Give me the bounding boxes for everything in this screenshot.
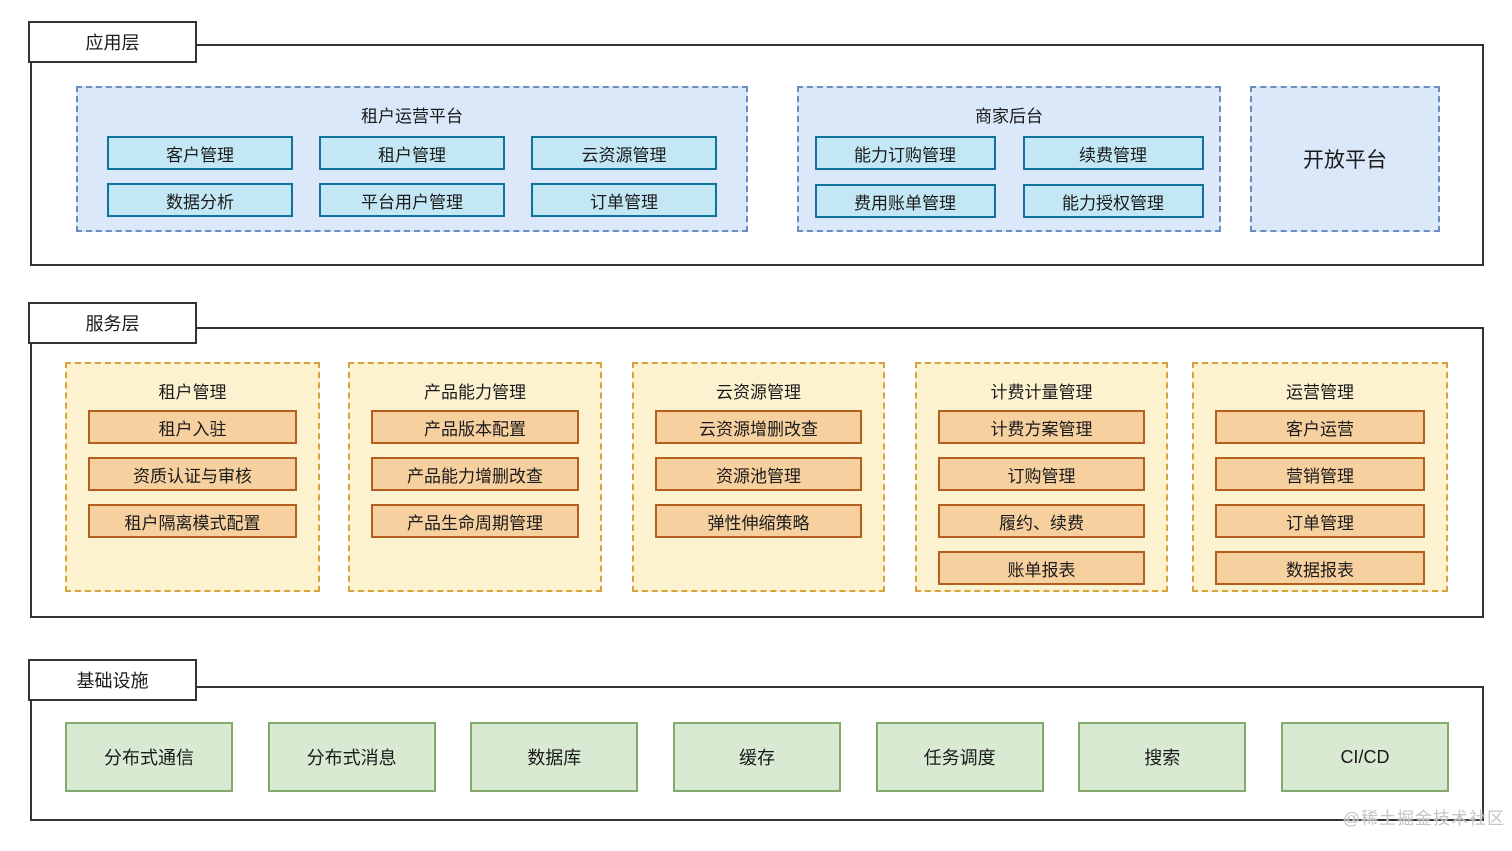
svc-node: 资质认证与审核 — [88, 457, 297, 491]
svc-node: 账单报表 — [938, 551, 1145, 585]
svc-node: 营销管理 — [1215, 457, 1425, 491]
svc-node: 订单管理 — [1215, 504, 1425, 538]
infra-node: 搜索 — [1078, 722, 1247, 792]
billing-metering-items: 计费方案管理 订购管理 履约、续费 账单报表 — [938, 410, 1145, 585]
operations-management-column: 运营管理 客户运营 营销管理 订单管理 数据报表 — [1192, 362, 1448, 592]
app-node: 客户管理 — [107, 136, 293, 170]
application-layer-label: 应用层 — [28, 21, 197, 63]
infrastructure-items: 分布式通信 分布式消息 数据库 缓存 任务调度 搜索 CI/CD — [65, 722, 1449, 792]
app-node: 能力授权管理 — [1022, 184, 1204, 218]
infra-node: 分布式消息 — [267, 722, 436, 792]
billing-metering-title: 计费计量管理 — [990, 383, 1093, 402]
billing-metering-column: 计费计量管理 计费方案管理 订购管理 履约、续费 账单报表 — [915, 362, 1168, 592]
svc-node: 产品版本配置 — [371, 410, 579, 444]
app-node: 数据分析 — [107, 183, 293, 217]
svc-node: 产品能力增删改查 — [371, 457, 579, 491]
svc-node: 客户运营 — [1215, 410, 1425, 444]
tenant-operations-platform-title: 租户运营平台 — [361, 107, 463, 126]
infra-node: 数据库 — [470, 722, 639, 792]
cloud-resource-items: 云资源增删改查 资源池管理 弹性伸缩策略 — [655, 410, 862, 538]
tenant-management-column: 租户管理 租户入驻 资质认证与审核 租户隔离模式配置 — [65, 362, 320, 592]
svc-node: 数据报表 — [1215, 551, 1425, 585]
tenant-operations-platform-items: 客户管理 租户管理 云资源管理 数据分析 平台用户管理 订单管理 — [78, 136, 746, 217]
merchant-backend-title: 商家后台 — [975, 107, 1043, 126]
product-capability-items: 产品版本配置 产品能力增删改查 产品生命周期管理 — [371, 410, 579, 538]
merchant-backend-group: 商家后台 能力订购管理 续费管理 费用账单管理 能力授权管理 — [797, 86, 1221, 232]
svc-node: 订购管理 — [938, 457, 1145, 491]
open-platform-title: 开放平台 — [1303, 149, 1387, 172]
app-node: 续费管理 — [1022, 136, 1204, 170]
service-layer-label-text: 服务层 — [85, 314, 140, 334]
svc-node: 计费方案管理 — [938, 410, 1145, 444]
infra-node: 缓存 — [672, 722, 841, 792]
app-node: 平台用户管理 — [319, 183, 505, 217]
service-layer-label: 服务层 — [28, 302, 197, 344]
svc-node: 产品生命周期管理 — [371, 504, 579, 538]
tenant-management-items: 租户入驻 资质认证与审核 租户隔离模式配置 — [88, 410, 297, 538]
infrastructure-layer-label: 基础设施 — [28, 659, 197, 701]
cloud-resource-title: 云资源管理 — [716, 383, 801, 402]
app-node: 能力订购管理 — [814, 136, 996, 170]
tenant-management-title: 租户管理 — [158, 383, 227, 402]
app-node: 费用账单管理 — [814, 184, 996, 218]
open-platform-group: 开放平台 — [1250, 86, 1440, 232]
infra-node: CI/CD — [1280, 722, 1449, 792]
svc-node: 租户隔离模式配置 — [88, 504, 297, 538]
operations-management-title: 运营管理 — [1286, 383, 1354, 402]
merchant-backend-items: 能力订购管理 续费管理 费用账单管理 能力授权管理 — [799, 136, 1219, 218]
svc-node: 履约、续费 — [938, 504, 1145, 538]
svc-node: 租户入驻 — [88, 410, 297, 444]
watermark: @稀土掘金技术社区 — [1342, 809, 1505, 828]
svc-node: 云资源增删改查 — [655, 410, 862, 444]
tenant-operations-platform-group: 租户运营平台 客户管理 租户管理 云资源管理 数据分析 平台用户管理 订单管理 — [76, 86, 748, 232]
product-capability-title: 产品能力管理 — [424, 383, 526, 402]
cloud-resource-column: 云资源管理 云资源增删改查 资源池管理 弹性伸缩策略 — [632, 362, 885, 592]
infrastructure-layer-label-text: 基础设施 — [76, 671, 149, 691]
app-node: 租户管理 — [319, 136, 505, 170]
infra-node: 任务调度 — [875, 722, 1044, 792]
operations-management-items: 客户运营 营销管理 订单管理 数据报表 — [1215, 410, 1425, 585]
svc-node: 弹性伸缩策略 — [655, 504, 862, 538]
product-capability-column: 产品能力管理 产品版本配置 产品能力增删改查 产品生命周期管理 — [348, 362, 602, 592]
infra-node: 分布式通信 — [65, 722, 233, 792]
app-node: 订单管理 — [531, 183, 717, 217]
app-node: 云资源管理 — [531, 136, 717, 170]
application-layer-label-text: 应用层 — [85, 33, 140, 53]
svc-node: 资源池管理 — [655, 457, 862, 491]
